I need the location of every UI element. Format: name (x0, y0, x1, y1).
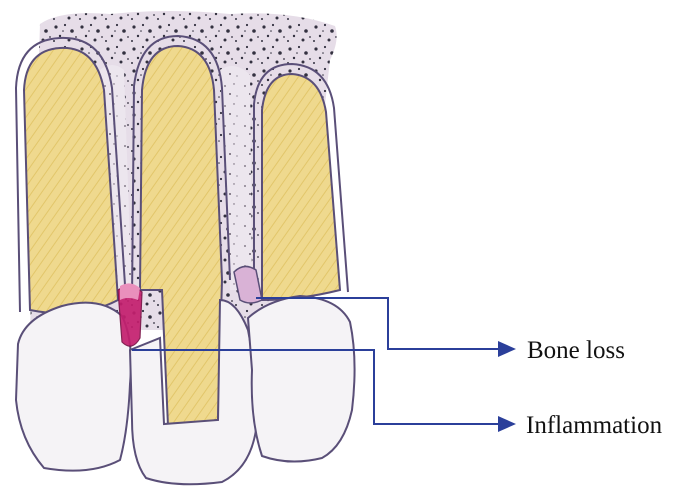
bone-loss-label: Bone loss (527, 338, 625, 363)
inflammation-label: Inflammation (526, 413, 662, 438)
root-left (24, 48, 118, 313)
crown-left (16, 303, 131, 471)
root-right (262, 74, 340, 300)
inflammation-arrowhead-icon (498, 416, 516, 432)
crown-right (248, 296, 355, 462)
bone-loss-arrowhead-icon (498, 341, 516, 357)
